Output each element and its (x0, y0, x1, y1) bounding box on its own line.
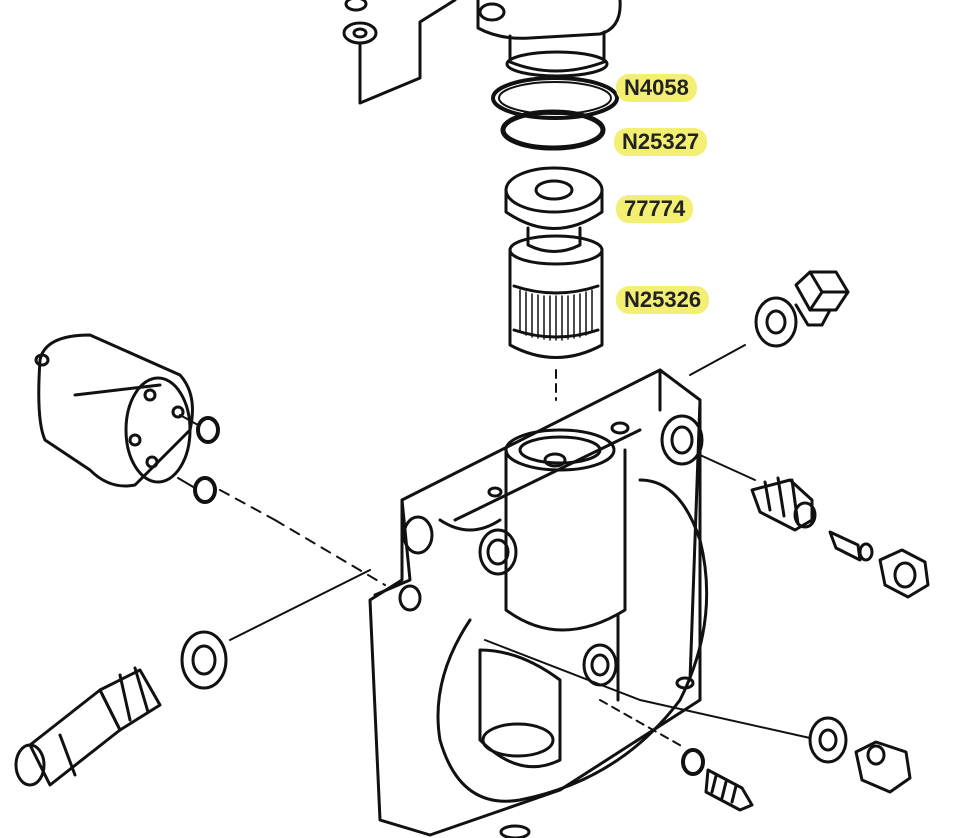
top-small-fittings (342, 0, 457, 105)
heater-plug-left (14, 630, 228, 787)
filter-base-housing (368, 368, 709, 838)
part-label-77774: 77774 (616, 195, 694, 223)
part-label-n25326: N25326 (616, 286, 710, 314)
drain-plug-upper (754, 270, 850, 348)
solenoid-valve (34, 333, 220, 504)
upper-filter-housing (476, 0, 622, 78)
fuel-fitting-right (750, 476, 930, 599)
part-label-n25327: N25327 (614, 128, 708, 156)
assembly-leader-lines (219, 344, 811, 749)
filter-element-n25326 (508, 234, 604, 401)
o-ring-n25327 (500, 109, 606, 151)
filter-spacer-77774 (504, 166, 604, 253)
bottom-right-fasteners (681, 716, 912, 812)
part-label-n4058: N4058 (616, 74, 697, 102)
